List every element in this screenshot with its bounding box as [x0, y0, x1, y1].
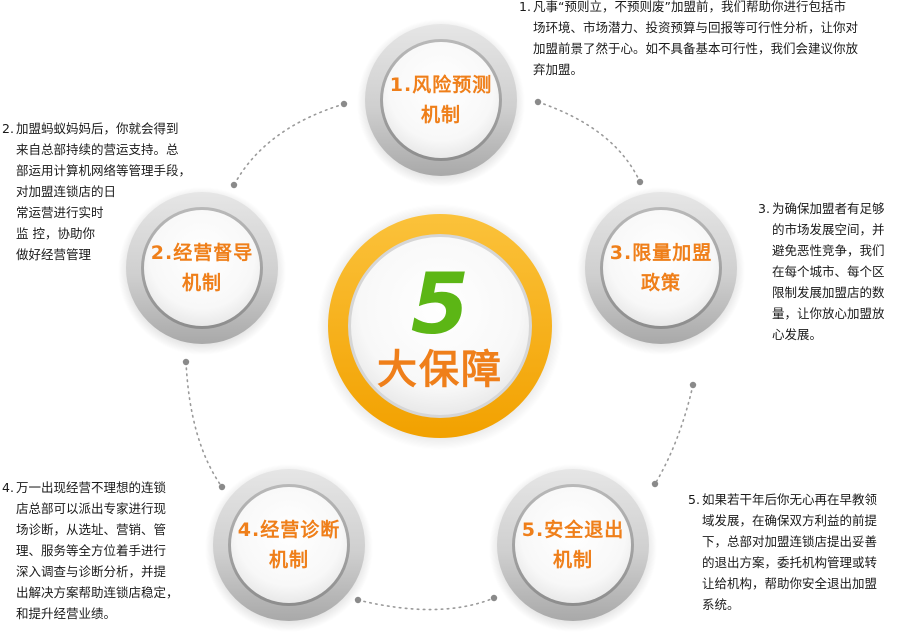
- description-line: 万一出现经营不理想的连锁: [16, 480, 167, 495]
- description-line: 理、服务等全方位着手进行: [16, 543, 167, 558]
- description-line: 场环境、市场潜力、投资预算与回报等可行性分析，让你对: [533, 20, 859, 35]
- center-disc: [317, 204, 563, 450]
- node-risk-prediction: 1.风险预测 机制: [366, 35, 516, 165]
- node-disc: [489, 464, 657, 632]
- description-line: 凡事“预则立，不预则废”加盟前，我们帮助你进行包括市: [533, 0, 846, 14]
- description-line: 店总部可以派出专家进行现: [16, 501, 167, 516]
- description-line: 来自总部持续的营运支持。总: [16, 142, 179, 157]
- description-line: 加盟蚂蚁妈妈后，你就会得到: [16, 121, 179, 136]
- description-3: 3. 为确保加盟者有足够 的市场发展空间，并 避免恶性竞争，我们 在每个城市、每…: [758, 198, 900, 345]
- node-disc: [205, 464, 373, 632]
- description-line: 在每个城市、每个区: [772, 264, 885, 279]
- description-line: 让给机构，帮助你安全退出加盟: [702, 576, 878, 591]
- node-label: 4.经营诊断 机制: [237, 519, 341, 571]
- center-number: 5: [410, 254, 470, 353]
- description-line: 深入调查与诊断分析，并提: [16, 564, 167, 579]
- description-4: 4. 万一出现经营不理想的连锁 店总部可以派出专家进行现 场诊断，从选址、营销、…: [2, 477, 202, 624]
- node-disc: [577, 187, 745, 355]
- description-line: 的市场发展空间，并: [772, 222, 885, 237]
- description-line: 加盟前景了然于心。如不具备基本可行性，我们会建议你放: [533, 41, 859, 56]
- description-line: 下，总部对加盟连锁店提出妥善: [702, 534, 878, 549]
- description-line: 量，让你放心加盟放: [772, 306, 885, 321]
- description-text: 万一出现经营不理想的连锁 店总部可以派出专家进行现 场诊断，从选址、营销、管 理…: [16, 477, 202, 624]
- center-title: 大保障: [377, 346, 503, 393]
- description-line: 弃加盟。: [533, 62, 584, 77]
- description-2: 2. 加盟蚂蚁妈妈后，你就会得到 来自总部持续的营运支持。总 部运用计算机网络等…: [2, 118, 217, 265]
- node-limited-franchise: 3.限量加盟 政策: [586, 203, 736, 333]
- node-label: 5.安全退出 机制: [521, 519, 625, 571]
- description-line: 域发展，在确保双方利益的前提: [702, 513, 878, 528]
- description-line: 出解决方案帮助连锁店稳定，: [16, 585, 179, 600]
- description-line: 和提升经营业绩。: [16, 606, 117, 621]
- description-line: 限制发展加盟店的数: [772, 285, 885, 300]
- description-line: 场诊断，从选址、营销、管: [16, 522, 167, 537]
- description-line: 常运营进行实时: [16, 205, 104, 220]
- node-operation-diagnosis: 4.经营诊断 机制: [214, 480, 364, 610]
- description-line: 如果若干年后你无心再在早教领: [702, 492, 878, 507]
- node-disc: [118, 187, 286, 355]
- description-line: 心发展。: [772, 327, 823, 342]
- node-label: 3.限量加盟 政策: [609, 242, 713, 294]
- description-line: 做好经营管理: [16, 247, 92, 262]
- description-5: 5. 如果若干年后你无心再在早教领 域发展，在确保双方利益的前提 下，总部对加盟…: [688, 489, 900, 615]
- description-text: 凡事“预则立，不预则废”加盟前，我们帮助你进行包括市 场环境、市场潜力、投资预算…: [533, 0, 900, 80]
- node-safe-exit: 5.安全退出 机制: [498, 480, 648, 610]
- description-text: 加盟蚂蚁妈妈后，你就会得到 来自总部持续的营运支持。总 部运用计算机网络等管理手…: [16, 118, 217, 265]
- description-number: 1.: [519, 0, 531, 14]
- description-line: 避免恶性竞争，我们: [772, 243, 885, 258]
- description-number: 3.: [758, 201, 770, 216]
- description-line: 系统。: [702, 597, 740, 612]
- description-number: 4.: [2, 480, 14, 495]
- description-line: 对加盟连锁店的日: [16, 184, 117, 199]
- description-1: 1. 凡事“预则立，不预则废”加盟前，我们帮助你进行包括市 场环境、市场潜力、投…: [519, 0, 900, 80]
- description-number: 5.: [688, 492, 700, 507]
- description-line: 监 控，协助你: [16, 226, 95, 241]
- description-text: 为确保加盟者有足够 的市场发展空间，并 避免恶性竞争，我们 在每个城市、每个区 …: [772, 198, 900, 345]
- description-line: 为确保加盟者有足够: [772, 201, 885, 216]
- description-line: 的退出方案，委托机构管理或转: [702, 555, 878, 570]
- description-text: 如果若干年后你无心再在早教领 域发展，在确保双方利益的前提 下，总部对加盟连锁店…: [702, 489, 900, 615]
- center-label: 5 大保障: [340, 240, 540, 415]
- node-label: 2.经营督导 机制: [150, 242, 254, 294]
- node-label: 1.风险预测 机制: [389, 74, 493, 126]
- node-disc: [357, 19, 525, 187]
- description-line: 部运用计算机网络等管理手段，: [16, 163, 192, 178]
- description-number: 2.: [2, 121, 14, 136]
- node-operation-supervision: 2.经营督导 机制: [127, 203, 277, 333]
